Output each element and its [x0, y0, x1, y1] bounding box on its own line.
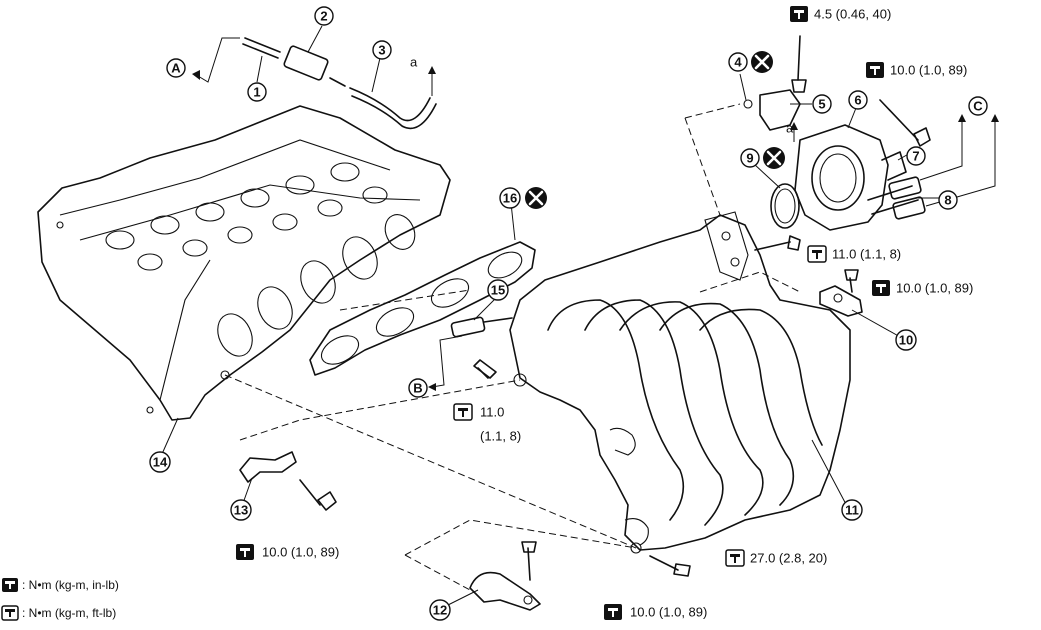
callout-7: 7 — [906, 146, 926, 166]
connector-a: A — [166, 58, 186, 78]
torque-label-throttle: 10.0 (1.0, 89) — [866, 62, 967, 78]
intake-manifold — [509, 211, 851, 554]
svg-text:: N•m (kg-m, ft-lb): : N•m (kg-m, ft-lb) — [22, 606, 116, 620]
replace-icon — [763, 147, 785, 169]
callout-13: 13 — [230, 499, 252, 521]
callout-12: 12 — [429, 599, 451, 621]
svg-text:11.0 (1.1, 8): 11.0 (1.1, 8) — [832, 247, 901, 262]
callout-15: 15 — [487, 279, 509, 301]
svg-text:A: A — [171, 61, 181, 76]
svg-text:16: 16 — [503, 191, 517, 206]
svg-text:B: B — [413, 381, 422, 396]
callout-6: 6 — [848, 90, 868, 110]
svg-text:9: 9 — [746, 151, 753, 166]
intake-gasket — [309, 241, 536, 376]
callout-4: 4 — [728, 52, 748, 72]
torque-label-flange: 11.0 (1.1, 8) — [807, 245, 901, 263]
svg-text:7: 7 — [912, 149, 919, 164]
callout-2: 2 — [314, 6, 334, 26]
svg-text:11: 11 — [845, 503, 859, 518]
svg-text:10.0 (1.0, 89): 10.0 (1.0, 89) — [896, 281, 973, 296]
svg-text:6: 6 — [854, 93, 861, 108]
replace-icon — [525, 187, 547, 209]
torque-label-manifold: 27.0 (2.8, 20) — [725, 549, 827, 567]
bracket-13 — [239, 451, 297, 483]
svg-text:C: C — [973, 99, 983, 114]
torque-label-bracket12: 10.0 (1.0, 89) — [604, 604, 707, 620]
svg-text:27.0 (2.8, 20): 27.0 (2.8, 20) — [750, 551, 827, 566]
callout-11: 11 — [841, 499, 863, 521]
svg-text:10.0 (1.0, 89): 10.0 (1.0, 89) — [890, 63, 967, 78]
torque-label-top: 4.5 (0.46, 40) — [790, 6, 891, 22]
intake-port-row — [217, 214, 416, 357]
replace-icon — [751, 51, 773, 73]
callout-1: 1 — [247, 82, 267, 102]
svg-text:(1.1, 8): (1.1, 8) — [480, 429, 521, 444]
connector-b: B — [408, 378, 428, 398]
svg-text:2: 2 — [320, 9, 327, 24]
legend: : N•m (kg-m, in-lb) : N•m (kg-m, ft-lb) — [1, 578, 119, 621]
svg-text:10: 10 — [899, 333, 913, 348]
callout-16: 16 — [499, 187, 521, 209]
legend-item-in-lb: : N•m (kg-m, in-lb) — [2, 578, 119, 592]
marker-a: a — [786, 121, 794, 136]
cam-journal-row — [105, 162, 388, 271]
torque-label-injector: 11.0 (1.1, 8) — [453, 403, 521, 444]
hose-8 — [867, 176, 926, 220]
bolt-top — [791, 35, 807, 93]
svg-text:: N•m (kg-m, in-lb): : N•m (kg-m, in-lb) — [22, 578, 119, 592]
svg-text:13: 13 — [234, 503, 248, 518]
svg-text:4.5 (0.46, 40): 4.5 (0.46, 40) — [814, 7, 891, 22]
callout-14: 14 — [149, 451, 171, 473]
svg-text:15: 15 — [491, 283, 505, 298]
bracket-10 — [819, 285, 863, 317]
bolt-throttle — [879, 99, 931, 147]
svg-text:11.0: 11.0 — [480, 405, 504, 420]
sensor-5 — [743, 89, 801, 131]
callout-5: 5 — [812, 94, 832, 114]
legend-item-ft-lb: : N•m (kg-m, ft-lb) — [1, 605, 116, 621]
bolt-manifold — [649, 555, 691, 577]
marker-a: a — [410, 55, 418, 70]
throttle-body — [794, 124, 907, 231]
svg-text:3: 3 — [378, 43, 385, 58]
cylinder-head — [37, 105, 451, 421]
svg-text:10.0 (1.0, 89): 10.0 (1.0, 89) — [630, 605, 707, 620]
sensor-15 — [450, 316, 513, 338]
callout-10: 10 — [895, 329, 917, 351]
torque-label-bracket13: 10.0 (1.0, 89) — [236, 544, 339, 560]
callout-8: 8 — [938, 190, 958, 210]
svg-text:8: 8 — [944, 193, 951, 208]
bolt-12 — [521, 541, 537, 581]
bolt-13 — [299, 479, 337, 511]
svg-text:12: 12 — [433, 603, 447, 618]
callout-3: 3 — [372, 40, 392, 60]
callout-9: 9 — [740, 148, 760, 168]
connector-c: C — [968, 96, 988, 116]
pcv-hose-assembly — [242, 37, 437, 130]
throttle-gasket-9 — [770, 183, 800, 229]
torque-label-bracket10: 10.0 (1.0, 89) — [872, 280, 973, 296]
svg-text:4: 4 — [734, 55, 742, 70]
svg-text:1: 1 — [253, 85, 260, 100]
svg-text:5: 5 — [818, 97, 825, 112]
bracket-12 — [469, 571, 541, 611]
svg-text:14: 14 — [153, 455, 168, 470]
svg-text:10.0 (1.0, 89): 10.0 (1.0, 89) — [262, 545, 339, 560]
